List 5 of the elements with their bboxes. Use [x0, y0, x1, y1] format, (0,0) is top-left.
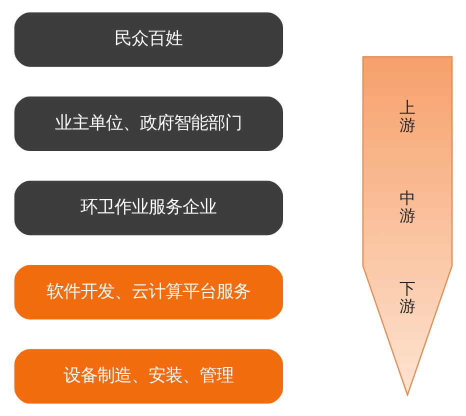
node-box: 环卫作业服务企业	[14, 180, 283, 236]
node-box: 民众百姓	[14, 12, 283, 67]
node-box: 软件开发、云计算平台服务	[14, 264, 283, 320]
node-box: 业主单位、政府智能部门	[14, 96, 283, 152]
node-box: 设备制造、安装、管理	[14, 349, 283, 404]
